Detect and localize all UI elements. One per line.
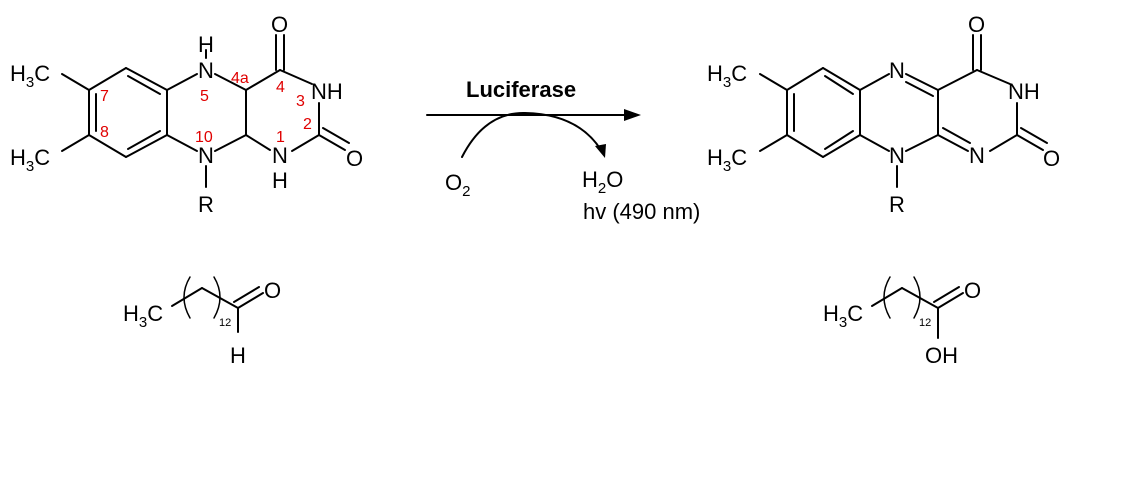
atom-nh3: NH — [1008, 79, 1040, 104]
position-label: 4a — [231, 70, 249, 87]
atom-o: O — [964, 278, 981, 303]
atom-n1: N — [969, 143, 985, 168]
methyl-group: H3C — [123, 301, 163, 331]
atom-n10: N — [198, 143, 214, 168]
atom-n5: N — [889, 58, 905, 83]
atom-n1: N — [272, 143, 288, 168]
oxidized-flavin: H3C H3C N N R O NH O N — [707, 12, 1060, 217]
reduced-flavin-bonds — [61, 34, 350, 188]
reaction-arrow: Luciferase O2 H2O hv (490 nm) — [426, 77, 700, 224]
atom-o4: O — [968, 12, 985, 37]
atom-o4: O — [271, 12, 288, 37]
methyl-group-7: H3C — [707, 61, 747, 91]
cosubstrate-label: O2 — [445, 170, 470, 200]
position-label: 3 — [296, 93, 305, 110]
repeat-count: 12 — [219, 317, 231, 329]
atom-h: H — [230, 343, 246, 368]
position-label: 7 — [100, 88, 109, 105]
methyl-group-8: H3C — [10, 145, 50, 175]
enzyme-label: Luciferase — [466, 77, 576, 102]
methyl-group-7: H3C — [10, 61, 50, 91]
hydroxyl-group: OH — [925, 343, 958, 368]
atom-nh3: NH — [311, 79, 343, 104]
atom-r: R — [198, 192, 214, 217]
tetradecanoic-acid: H3C 12 O OH — [823, 276, 981, 368]
atom-n10: N — [889, 143, 905, 168]
atom-o2: O — [346, 146, 363, 171]
byproduct-label: H2O — [582, 167, 623, 197]
reduced-flavin: H3C H3C N H N R O NH O N H 7 8 5 4a 4 3 … — [10, 12, 363, 217]
position-label: 2 — [303, 116, 312, 133]
tetradecanal: H3C 12 O H — [123, 276, 281, 368]
atom-o: O — [264, 278, 281, 303]
atom-o2: O — [1043, 146, 1060, 171]
position-label: 10 — [195, 129, 213, 146]
methyl-group-8: H3C — [707, 145, 747, 175]
position-label: 1 — [276, 129, 285, 146]
oxidized-flavin-bonds — [759, 34, 1048, 188]
atom-n5: N — [198, 58, 214, 83]
atom-r: R — [889, 192, 905, 217]
position-label: 4 — [276, 79, 285, 96]
position-label: 8 — [100, 124, 109, 141]
atom-h5: H — [198, 32, 214, 57]
atom-h1: H — [272, 168, 288, 193]
light-label: hv (490 nm) — [583, 199, 700, 224]
position-label: 5 — [200, 88, 209, 105]
repeat-count: 12 — [919, 317, 931, 329]
methyl-group: H3C — [823, 301, 863, 331]
